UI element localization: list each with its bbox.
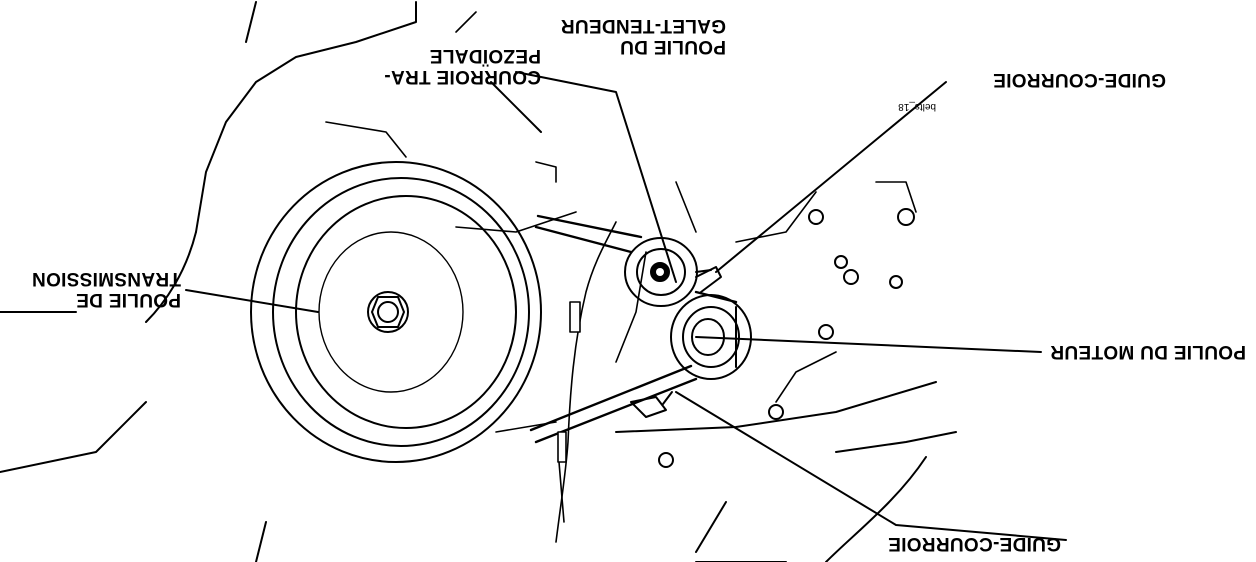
leader-poulie-du-moteur <box>695 336 1042 353</box>
label-poulie-du-galet-tendeur-line2: GALET-TENDEUR <box>560 15 726 36</box>
frame-lines <box>255 381 957 562</box>
leader-guide-courroie-upper <box>715 81 947 273</box>
chassis-lines <box>325 11 917 433</box>
label-courroie-trapezoidale: COURROIE TRA- PEZOÏDALE <box>384 45 541 87</box>
control-cable <box>555 221 617 543</box>
belt-guide-lower <box>630 391 673 418</box>
label-courroie-trapezoidale-line1: COURROIE TRA- <box>384 66 541 87</box>
leader-guide-courroie-lower <box>675 391 1067 541</box>
label-poulie-du-moteur: POULIE DU MOTEUR <box>1050 341 1246 362</box>
engine-housing <box>0 1 417 473</box>
label-guide-courroie-upper: GUIDE-COURROIE <box>992 69 1166 90</box>
leader-poulie-de-transmission <box>185 289 319 313</box>
label-poulie-du-galet-tendeur-line1: POULIE DU <box>619 36 726 57</box>
label-poulie-du-galet-tendeur: POULIE DU GALET-TENDEUR <box>561 15 726 57</box>
transmission-pulley <box>250 161 542 463</box>
label-poulie-de-transmission-line2: TRANSMISSION <box>31 268 181 289</box>
leader-lines <box>185 71 1067 541</box>
leader-courroie <box>490 81 542 133</box>
belt-guide-upper <box>695 266 722 293</box>
label-courroie-trapezoidale-line2: PEZOÏDALE <box>429 45 541 66</box>
label-guide-courroie-lower: GUIDE-COURROIE <box>887 533 1061 554</box>
label-poulie-de-transmission: POULIE DE TRANSMISSION <box>32 268 181 310</box>
label-poulie-de-transmission-line1: POULIE DE <box>75 289 181 310</box>
engine-bolts <box>658 208 915 468</box>
leader-poulie-du-galet <box>515 71 677 283</box>
figure-id: belts_18 <box>898 101 936 112</box>
